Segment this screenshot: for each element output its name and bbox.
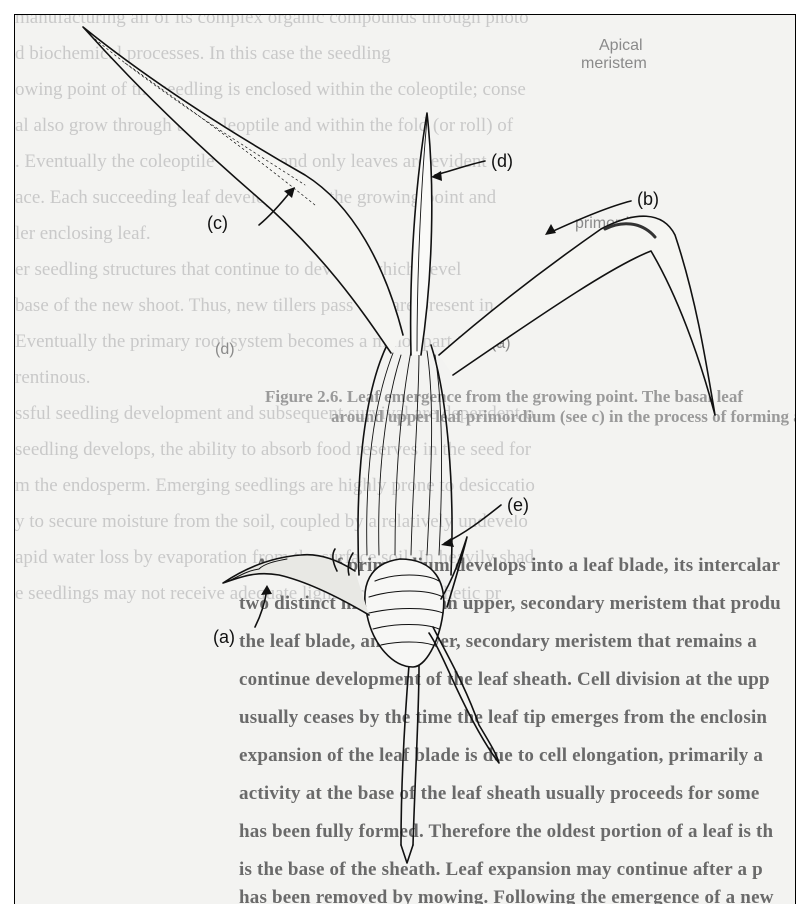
leaf-c [83,27,403,353]
leader-e [445,505,501,543]
callout-label-a: (a) [211,627,237,647]
leaf-a [223,555,369,615]
tiller-right [429,627,499,763]
seedling-drawing [15,15,795,904]
arrowhead-b [545,224,556,235]
callout-label-e: (e) [505,495,531,515]
callout-label-b: (b) [635,189,661,209]
arrowhead-a [261,585,272,595]
arrowhead-d [431,171,442,181]
root-tip [401,845,413,863]
root [401,665,419,845]
sheath-lines [367,351,442,555]
callout-label-c: (c) [205,213,230,233]
leaf-small-right [441,537,467,607]
leader-d [435,161,485,175]
leaf-b [439,216,715,415]
callout-label-d: (d) [489,151,515,171]
leader-a [255,589,267,627]
leaf-d [411,113,432,355]
figure-panel: manufacturing all of its complex organic… [14,14,796,904]
